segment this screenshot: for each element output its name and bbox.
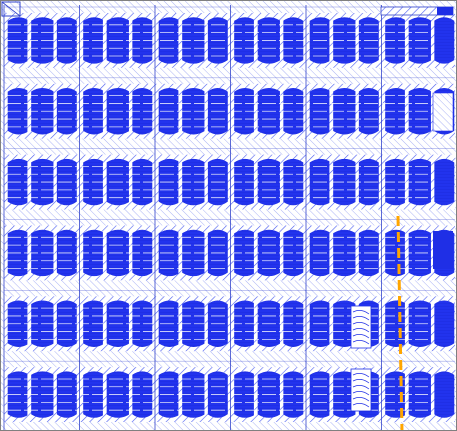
layout-row[interactable] (4, 13, 455, 68)
layout-cell-grid (3, 5, 455, 430)
fill-block (283, 158, 304, 206)
fill-block (283, 229, 304, 277)
layout-row[interactable] (4, 296, 455, 352)
gap-hatch (430, 160, 435, 204)
gap-hatch (53, 89, 57, 133)
layout-row[interactable] (4, 225, 455, 281)
fill-block (132, 300, 153, 347)
layout-row[interactable] (4, 83, 455, 139)
gap-hatch (430, 373, 435, 416)
edge-block (432, 92, 454, 132)
fill-block (132, 88, 153, 135)
corner-frame-icon (1, 1, 21, 17)
fill-block (434, 300, 455, 347)
guide-line[interactable] (396, 215, 404, 431)
gap-hatch (53, 231, 57, 275)
edge-block (433, 231, 453, 269)
fill-block (132, 17, 153, 64)
gap-hatch (53, 160, 57, 204)
gap-hatch (430, 302, 435, 346)
fill-block (434, 17, 455, 64)
fill-block (283, 17, 304, 64)
gap-hatch (430, 231, 435, 275)
fill-block (132, 229, 153, 277)
fill-block (283, 300, 304, 347)
fill-block (434, 158, 455, 206)
detail-block (350, 368, 372, 412)
detail-block (350, 305, 372, 349)
layout-row[interactable] (4, 367, 455, 422)
fill-block (283, 371, 304, 418)
layout-decorations (1, 1, 454, 412)
fill-block (283, 88, 304, 135)
layout-row[interactable] (4, 154, 455, 210)
gap-hatch (430, 19, 435, 62)
fill-block (132, 371, 153, 418)
header-bar-icon (380, 6, 454, 16)
gap-hatch (53, 19, 57, 62)
gap-hatch (430, 89, 435, 133)
fill-block (132, 158, 153, 206)
gap-hatch (53, 373, 57, 416)
fill-block (434, 371, 455, 418)
gap-hatch (53, 302, 57, 346)
